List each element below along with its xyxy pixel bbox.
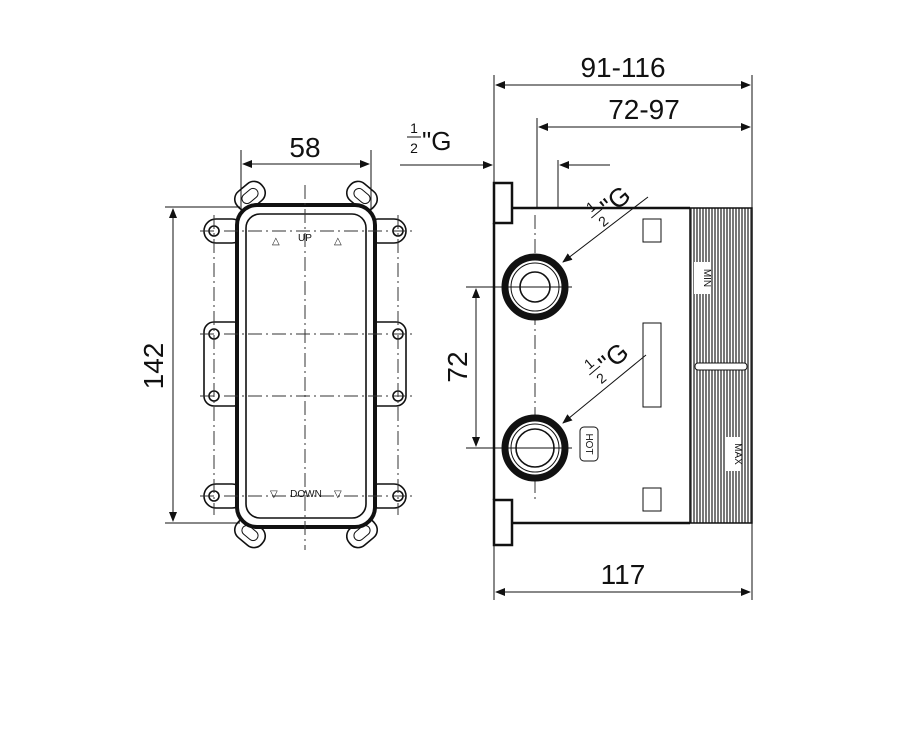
front-view: 58 142 [138, 132, 412, 550]
dimension-width: 58 [240, 132, 372, 215]
dimension-outer-depth-label: 91-116 [580, 52, 665, 83]
dimension-height-label: 142 [138, 343, 169, 390]
arrow-up-icon: △ [334, 236, 342, 247]
thread-label-upper: 1 2 "G [583, 179, 637, 229]
dimension-width-label: 58 [289, 132, 320, 163]
port-cold [500, 253, 572, 321]
thread-label-wall: 1 2 "G [400, 120, 610, 208]
wall-flange-bottom [492, 498, 514, 547]
arrow-down-icon: ▽ [334, 489, 342, 500]
dimension-height: 142 [138, 206, 240, 524]
label-hot: HOT [583, 433, 594, 454]
valve-box-outline [235, 203, 377, 529]
label-min: MIN [701, 269, 712, 287]
svg-text:2: 2 [410, 140, 418, 156]
valve-box-inner [245, 213, 367, 519]
centerlines [200, 185, 412, 550]
svg-text:"G: "G [422, 126, 451, 156]
slot-bottom [642, 487, 662, 512]
dimension-inner-depth-label: 72-97 [608, 94, 680, 125]
svg-text:1: 1 [410, 120, 418, 136]
arrow-down-icon: ▽ [270, 489, 278, 500]
side-view: 91-116 72-97 117 72 1 2 "G [400, 52, 753, 600]
label-up: UP [298, 233, 312, 244]
port-hot [500, 414, 572, 482]
label-max: MAX [732, 443, 743, 465]
slot-top [642, 218, 662, 243]
dimension-total-depth-label: 117 [601, 559, 646, 590]
slot-middle [642, 322, 662, 408]
dimension-port-spacing-label: 72 [442, 351, 473, 382]
arrow-up-icon: △ [272, 236, 280, 247]
wall-flange-top [492, 181, 514, 225]
thread-label-lower: 1 2 "G [581, 336, 635, 386]
sleeve-groove [694, 362, 748, 371]
label-down: DOWN [290, 489, 322, 500]
